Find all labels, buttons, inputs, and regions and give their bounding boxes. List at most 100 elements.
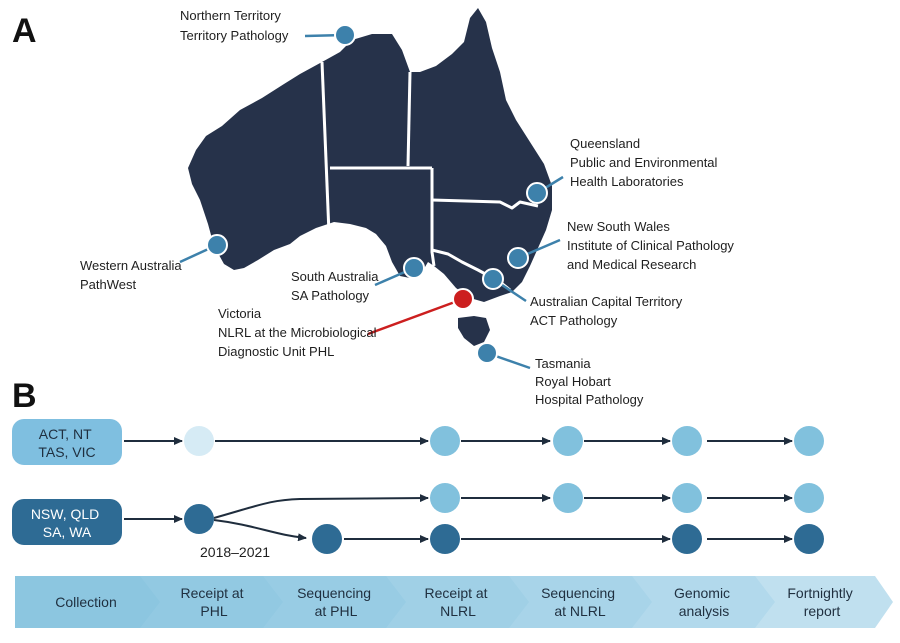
step-collection-shape: [15, 576, 163, 628]
site-marker-tas: [476, 342, 498, 364]
group-box-2-line2: SA, WA: [43, 524, 92, 540]
label-wa-line2: PathWest: [80, 277, 137, 292]
process-steps: Collection Receipt at PHL Sequencing at …: [15, 576, 893, 628]
group-box-2-line1: NSW, QLD: [31, 506, 99, 522]
label-sa-line1: South Australia: [291, 269, 379, 284]
label-nt: Northern Territory Territory Pathology: [180, 8, 289, 43]
node-row1-receipt-phl: [184, 426, 214, 456]
border-qld-nsw: [431, 198, 539, 210]
step-sequencing-nlrl-line2: at NLRL: [554, 603, 606, 619]
step-sequencing-nlrl-shape: [509, 576, 654, 628]
tasmania-shape: [458, 316, 490, 346]
node-row1-genomic-analysis: [672, 426, 702, 456]
label-tas-line2: Royal Hobart: [535, 374, 611, 389]
site-marker-nsw: [507, 247, 529, 269]
period-label: 2018–2021: [200, 544, 270, 560]
step-fortnightly-report-label: Fortnightly report: [787, 585, 856, 619]
state-borders: [320, 61, 539, 292]
label-vic-line2: NLRL at the Microbiological: [218, 325, 377, 340]
site-marker-vic: [452, 288, 474, 310]
step-sequencing-phl-line2: at PHL: [315, 603, 358, 619]
label-nsw-line2: Institute of Clinical Pathology: [567, 238, 734, 253]
node-row1-fortnightly-report: [794, 426, 824, 456]
step-receipt-nlrl-label: Receipt at NLRL: [425, 585, 492, 619]
label-act: Australian Capital Territory ACT Patholo…: [530, 294, 686, 328]
site-markers: [206, 24, 548, 364]
site-marker-qld: [526, 182, 548, 204]
node-row2a-sequencing-nlrl: [553, 483, 583, 513]
label-qld-line1: Queensland: [570, 136, 640, 151]
label-act-line1: Australian Capital Territory: [530, 294, 683, 309]
step-receipt-phl-label: Receipt at PHL: [181, 585, 248, 619]
node-row2a-fortnightly-report: [794, 483, 824, 513]
node-row2b-genomic-analysis: [672, 524, 702, 554]
step-sequencing-phl-shape: [263, 576, 408, 628]
step-receipt-phl-line1: Receipt at: [181, 585, 244, 601]
group-act-nt-tas-vic: ACT, NT TAS, VIC: [12, 419, 122, 465]
step-genomic-analysis-line2: analysis: [679, 603, 730, 619]
label-act-line2: ACT Pathology: [530, 313, 618, 328]
label-wa: Western Australia PathWest: [80, 258, 185, 292]
group-box-1-text: ACT, NT TAS, VIC: [38, 426, 95, 460]
step-genomic-analysis-label: Genomic analysis: [674, 585, 734, 619]
group-nsw-qld-sa-wa: NSW, QLD SA, WA: [12, 499, 122, 545]
group-box-1: [12, 419, 122, 465]
label-nt-line1: Northern Territory: [180, 8, 281, 23]
mainland-shape: [188, 8, 552, 302]
step-sequencing-nlrl-label: Sequencing at NLRL: [541, 585, 619, 619]
panel-b-label: B: [12, 377, 37, 415]
site-marker-act: [482, 268, 504, 290]
node-row1-receipt-nlrl: [430, 426, 460, 456]
label-vic-line3: Diagnostic Unit PHL: [218, 344, 334, 359]
arrow-row2-branch-down: [213, 519, 307, 542]
step-receipt-nlrl-line1: Receipt at: [425, 585, 488, 601]
flow-arrows: [124, 437, 793, 543]
label-tas-line3: Hospital Pathology: [535, 392, 644, 407]
step-genomic-analysis-line1: Genomic: [674, 585, 730, 601]
label-qld-line3: Health Laboratories: [570, 174, 684, 189]
flow-nodes: [184, 426, 824, 554]
step-collection-label: Collection: [55, 594, 116, 610]
label-vic-line1: Victoria: [218, 306, 262, 321]
step-receipt-phl-shape: [140, 576, 285, 628]
label-nt-line2: Territory Pathology: [180, 28, 289, 43]
step-sequencing-phl-line1: Sequencing: [297, 585, 371, 601]
site-marker-nt: [334, 24, 356, 46]
label-qld-line2: Public and Environmental: [570, 155, 718, 170]
label-wa-line1: Western Australia: [80, 258, 182, 273]
step-sequencing-phl-label: Sequencing at PHL: [297, 585, 375, 619]
map-labels: Northern Territory Territory Pathology Q…: [80, 8, 738, 407]
step-fortnightly-report-shape: [755, 576, 893, 628]
group-box-1-line1: ACT, NT: [39, 426, 92, 442]
site-marker-wa: [206, 234, 228, 256]
node-row2b-fortnightly-report: [794, 524, 824, 554]
arrow-row2-branch-up: [213, 494, 429, 519]
label-vic: Victoria NLRL at the Microbiological Dia…: [218, 306, 380, 359]
group-box-2-text: NSW, QLD SA, WA: [31, 506, 103, 540]
node-row2b-receipt-nlrl: [430, 524, 460, 554]
group-box-1-line2: TAS, VIC: [38, 444, 95, 460]
label-nsw-line1: New South Wales: [567, 219, 670, 234]
panel-a-label: A: [12, 12, 37, 50]
step-receipt-nlrl-shape: [386, 576, 531, 628]
node-row2a-receipt-nlrl: [430, 483, 460, 513]
label-nsw: New South Wales Institute of Clinical Pa…: [567, 219, 738, 272]
label-sa-line2: SA Pathology: [291, 288, 370, 303]
label-qld: Queensland Public and Environmental Heal…: [570, 136, 721, 189]
leader-vic: [367, 297, 464, 336]
border-sa-qld-nsw: [430, 168, 436, 267]
site-marker-sa: [403, 257, 425, 279]
label-sa: South Australia SA Pathology: [291, 269, 382, 303]
step-fortnightly-report-line2: report: [804, 603, 841, 619]
australia-map: [188, 8, 552, 346]
label-tas: Tasmania Royal Hobart Hospital Pathology: [535, 356, 644, 407]
group-box-2: [12, 499, 122, 545]
step-receipt-nlrl-line2: NLRL: [440, 603, 476, 619]
label-nsw-line3: and Medical Research: [567, 257, 696, 272]
step-genomic-analysis-shape: [632, 576, 777, 628]
border-nt-qld: [406, 71, 412, 167]
border-wa: [320, 61, 332, 259]
step-receipt-phl-line2: PHL: [200, 603, 227, 619]
step-sequencing-nlrl-line1: Sequencing: [541, 585, 615, 601]
